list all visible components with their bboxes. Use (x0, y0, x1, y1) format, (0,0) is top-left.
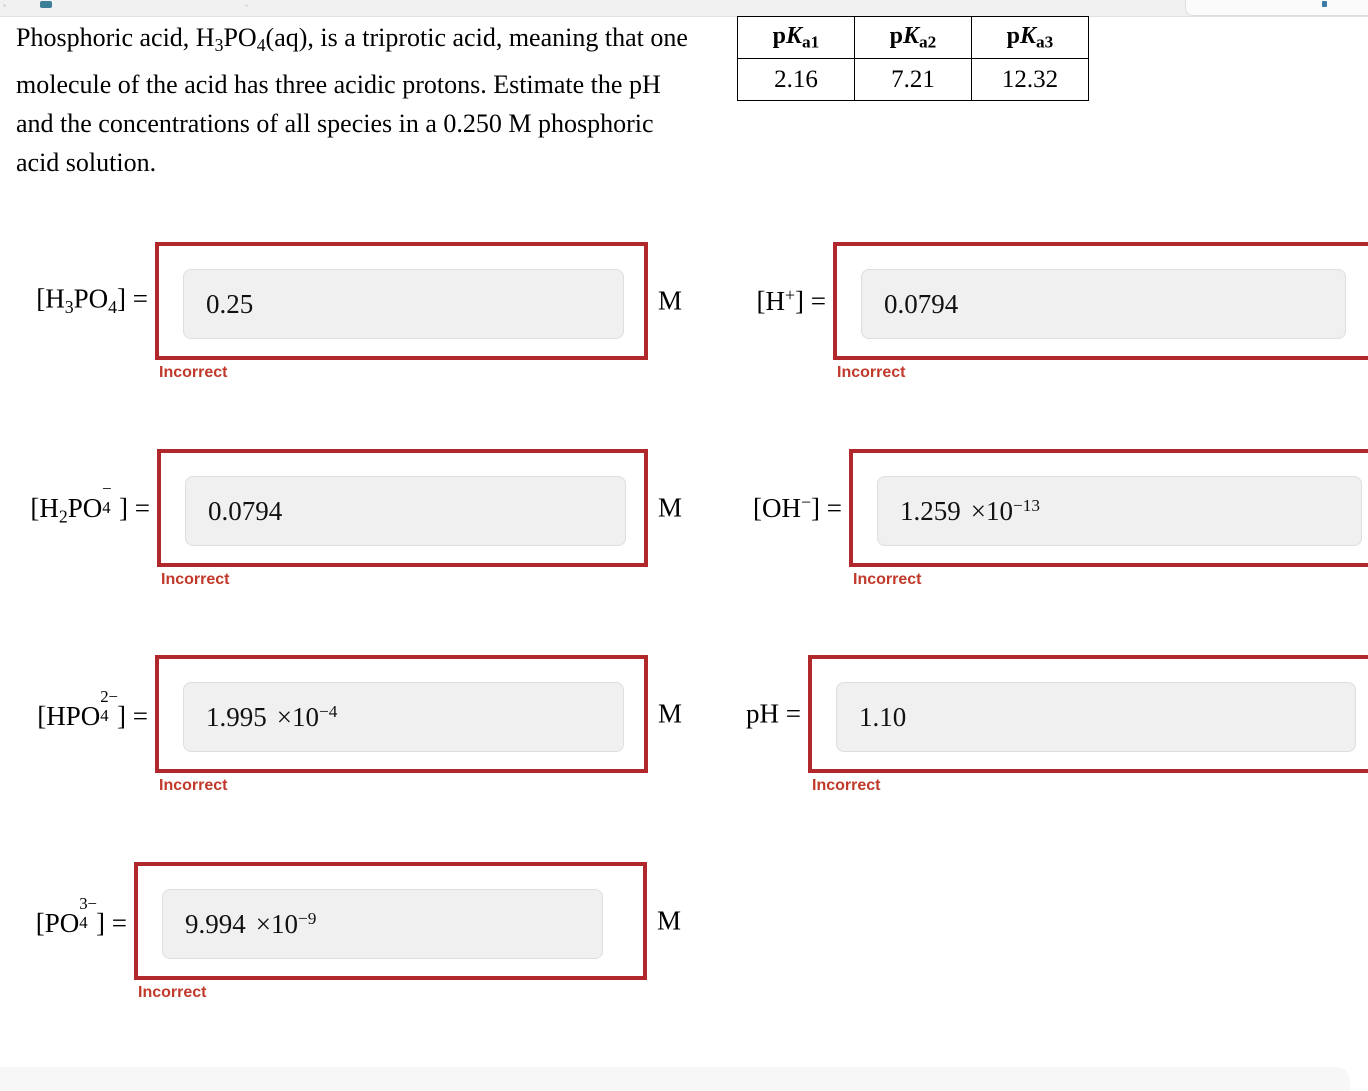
unit-hpo4: M (658, 698, 683, 729)
problem-statement: Phosphoric acid, H3PO4(aq), is a triprot… (16, 23, 688, 177)
label-h2po4: [H2PO−4] = (30, 479, 150, 527)
input-sci-notation: ×10−13 (970, 495, 1040, 526)
input-po4[interactable]: 9.994 ×10−9 (162, 889, 603, 959)
input-hpo4[interactable]: 1.995 ×10−4 (183, 682, 624, 752)
chrome-left-dot (3, 4, 6, 7)
input-value: 1.10 (859, 701, 907, 732)
bottom-strip (0, 1067, 1350, 1091)
pka1-value: 2.16 (737, 58, 855, 101)
chrome-accent-icon (1322, 1, 1327, 7)
status-h3po4: Incorrect (159, 364, 228, 381)
status-po4: Incorrect (138, 984, 207, 1001)
answer-field-ph: pH = 1.10 Incorrect (746, 655, 1368, 794)
status-ph: Incorrect (812, 777, 881, 794)
answer-box-hpo4: 1.995 ×10−4 (155, 655, 648, 773)
formula-subscript: 3 (214, 34, 224, 55)
answer-box-h-plus: 0.0794 (833, 242, 1368, 360)
input-value: 0.25 (206, 288, 254, 319)
pka3-header: pKa3 (971, 16, 1089, 59)
table-row: 2.16 7.21 12.32 (737, 58, 1089, 101)
answer-field-h3po4: [H3PO4] = 0.25 M Incorrect (36, 242, 682, 381)
input-ph[interactable]: 1.10 (836, 682, 1356, 752)
input-value: 1.259 (900, 495, 961, 526)
pka-table: pKa1 pKa2 pKa3 2.16 7.21 12.32 (737, 16, 1089, 101)
answer-box-h3po4: 0.25 (155, 242, 648, 360)
input-h2po4[interactable]: 0.0794 (185, 476, 626, 546)
browser-chrome-strip (0, 0, 1368, 17)
label-ph: pH = (746, 698, 801, 729)
input-oh-minus[interactable]: 1.259 ×10−13 (877, 476, 1362, 546)
pka2-header: pKa2 (854, 16, 972, 59)
input-sci-notation: ×10−4 (276, 701, 338, 732)
answer-field-oh-minus: [OH−] = 1.259 ×10−13 Incorrect (753, 449, 1368, 588)
input-sci-notation: ×10−9 (255, 908, 317, 939)
input-value: 0.0794 (884, 288, 959, 319)
status-h-plus: Incorrect (837, 364, 906, 381)
formula-subscript: 4 (256, 34, 266, 55)
answer-box-ph: 1.10 (808, 655, 1368, 773)
chrome-right-dot (245, 4, 248, 7)
unit-po4: M (657, 905, 682, 936)
input-h-plus[interactable]: 0.0794 (861, 269, 1346, 339)
label-h3po4: [H3PO4] = (36, 283, 148, 317)
answer-box-h2po4: 0.0794 (157, 449, 648, 567)
pka2-value: 7.21 (854, 58, 972, 101)
input-value: 9.994 (185, 908, 246, 939)
favicon-icon (40, 1, 52, 8)
answer-box-po4: 9.994 ×10−9 (134, 862, 647, 980)
status-hpo4: Incorrect (159, 777, 228, 794)
label-h-plus: [H+] = (756, 285, 826, 316)
unit-h3po4: M (658, 285, 683, 316)
input-value: 0.0794 (208, 495, 283, 526)
input-value: 1.995 (206, 701, 267, 732)
input-h3po4[interactable]: 0.25 (183, 269, 624, 339)
unit-h2po4: M (658, 492, 683, 523)
status-oh-minus: Incorrect (853, 571, 922, 588)
browser-address-field[interactable] (1185, 0, 1368, 16)
label-oh-minus: [OH−] = (752, 492, 842, 523)
pka3-value: 12.32 (971, 58, 1089, 101)
table-header-row: pKa1 pKa2 pKa3 (737, 16, 1089, 59)
answer-box-oh-minus: 1.259 ×10−13 (849, 449, 1368, 567)
answer-field-h-plus: [H+] = 0.0794 Incorrect (756, 242, 1368, 381)
pka1-header: pKa1 (737, 16, 855, 59)
status-h2po4: Incorrect (161, 571, 230, 588)
answer-field-h2po4: [H2PO−4] = 0.0794 M Incorrect (30, 449, 682, 588)
